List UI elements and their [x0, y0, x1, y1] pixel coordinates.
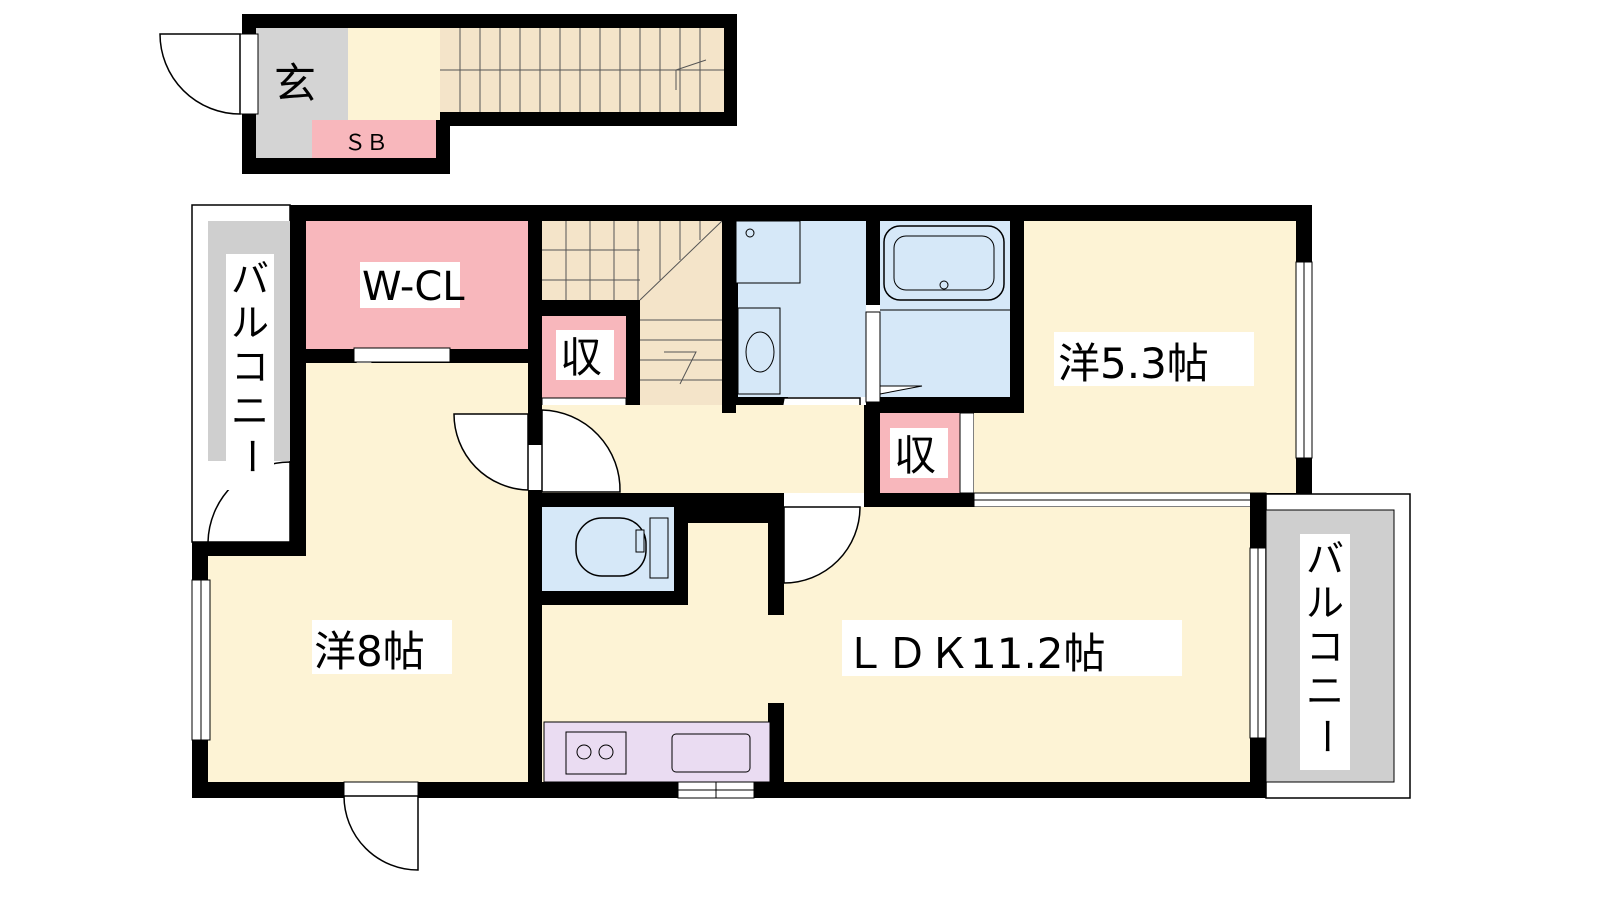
svg-text:ニ: ニ	[231, 389, 269, 433]
ldk-floor-right	[784, 507, 1250, 523]
entrance-unit: 玄 ＳＢ	[159, 14, 737, 174]
ldk-label: ＬＤＫ11.2帖	[844, 629, 1106, 678]
balcony-left-label: バ ル コ ニ ー	[226, 254, 274, 490]
storage-1-label: 収	[560, 333, 602, 382]
shoe-box	[312, 120, 436, 158]
svg-text:バ: バ	[231, 257, 269, 301]
svg-text:バ: バ	[1306, 537, 1344, 581]
western-room-8-ext	[208, 556, 306, 782]
svg-text:ル: ル	[231, 301, 269, 345]
svg-text:ー: ー	[229, 437, 273, 475]
svg-text:コ: コ	[1306, 625, 1344, 669]
entrance-door-swing	[159, 33, 241, 115]
shoe-box-label: ＳＢ	[344, 131, 388, 156]
svg-text:コ: コ	[231, 345, 269, 389]
svg-text:ニ: ニ	[1306, 669, 1344, 713]
svg-text:ー: ー	[1304, 717, 1348, 755]
genkan-label: 玄	[274, 59, 316, 108]
storage-2-label: 収	[894, 431, 936, 480]
entry-hall-floor	[348, 28, 440, 120]
western-room-8-label: 洋8帖	[314, 627, 425, 676]
balcony-right-label: バ ル コ ニ ー	[1300, 534, 1350, 770]
western-room-5-3-label: 洋5.3帖	[1058, 339, 1209, 388]
western-room-5-3-ext	[974, 413, 1024, 494]
svg-text:ル: ル	[1306, 581, 1344, 625]
walk-in-closet-label: W-CL	[362, 264, 465, 310]
